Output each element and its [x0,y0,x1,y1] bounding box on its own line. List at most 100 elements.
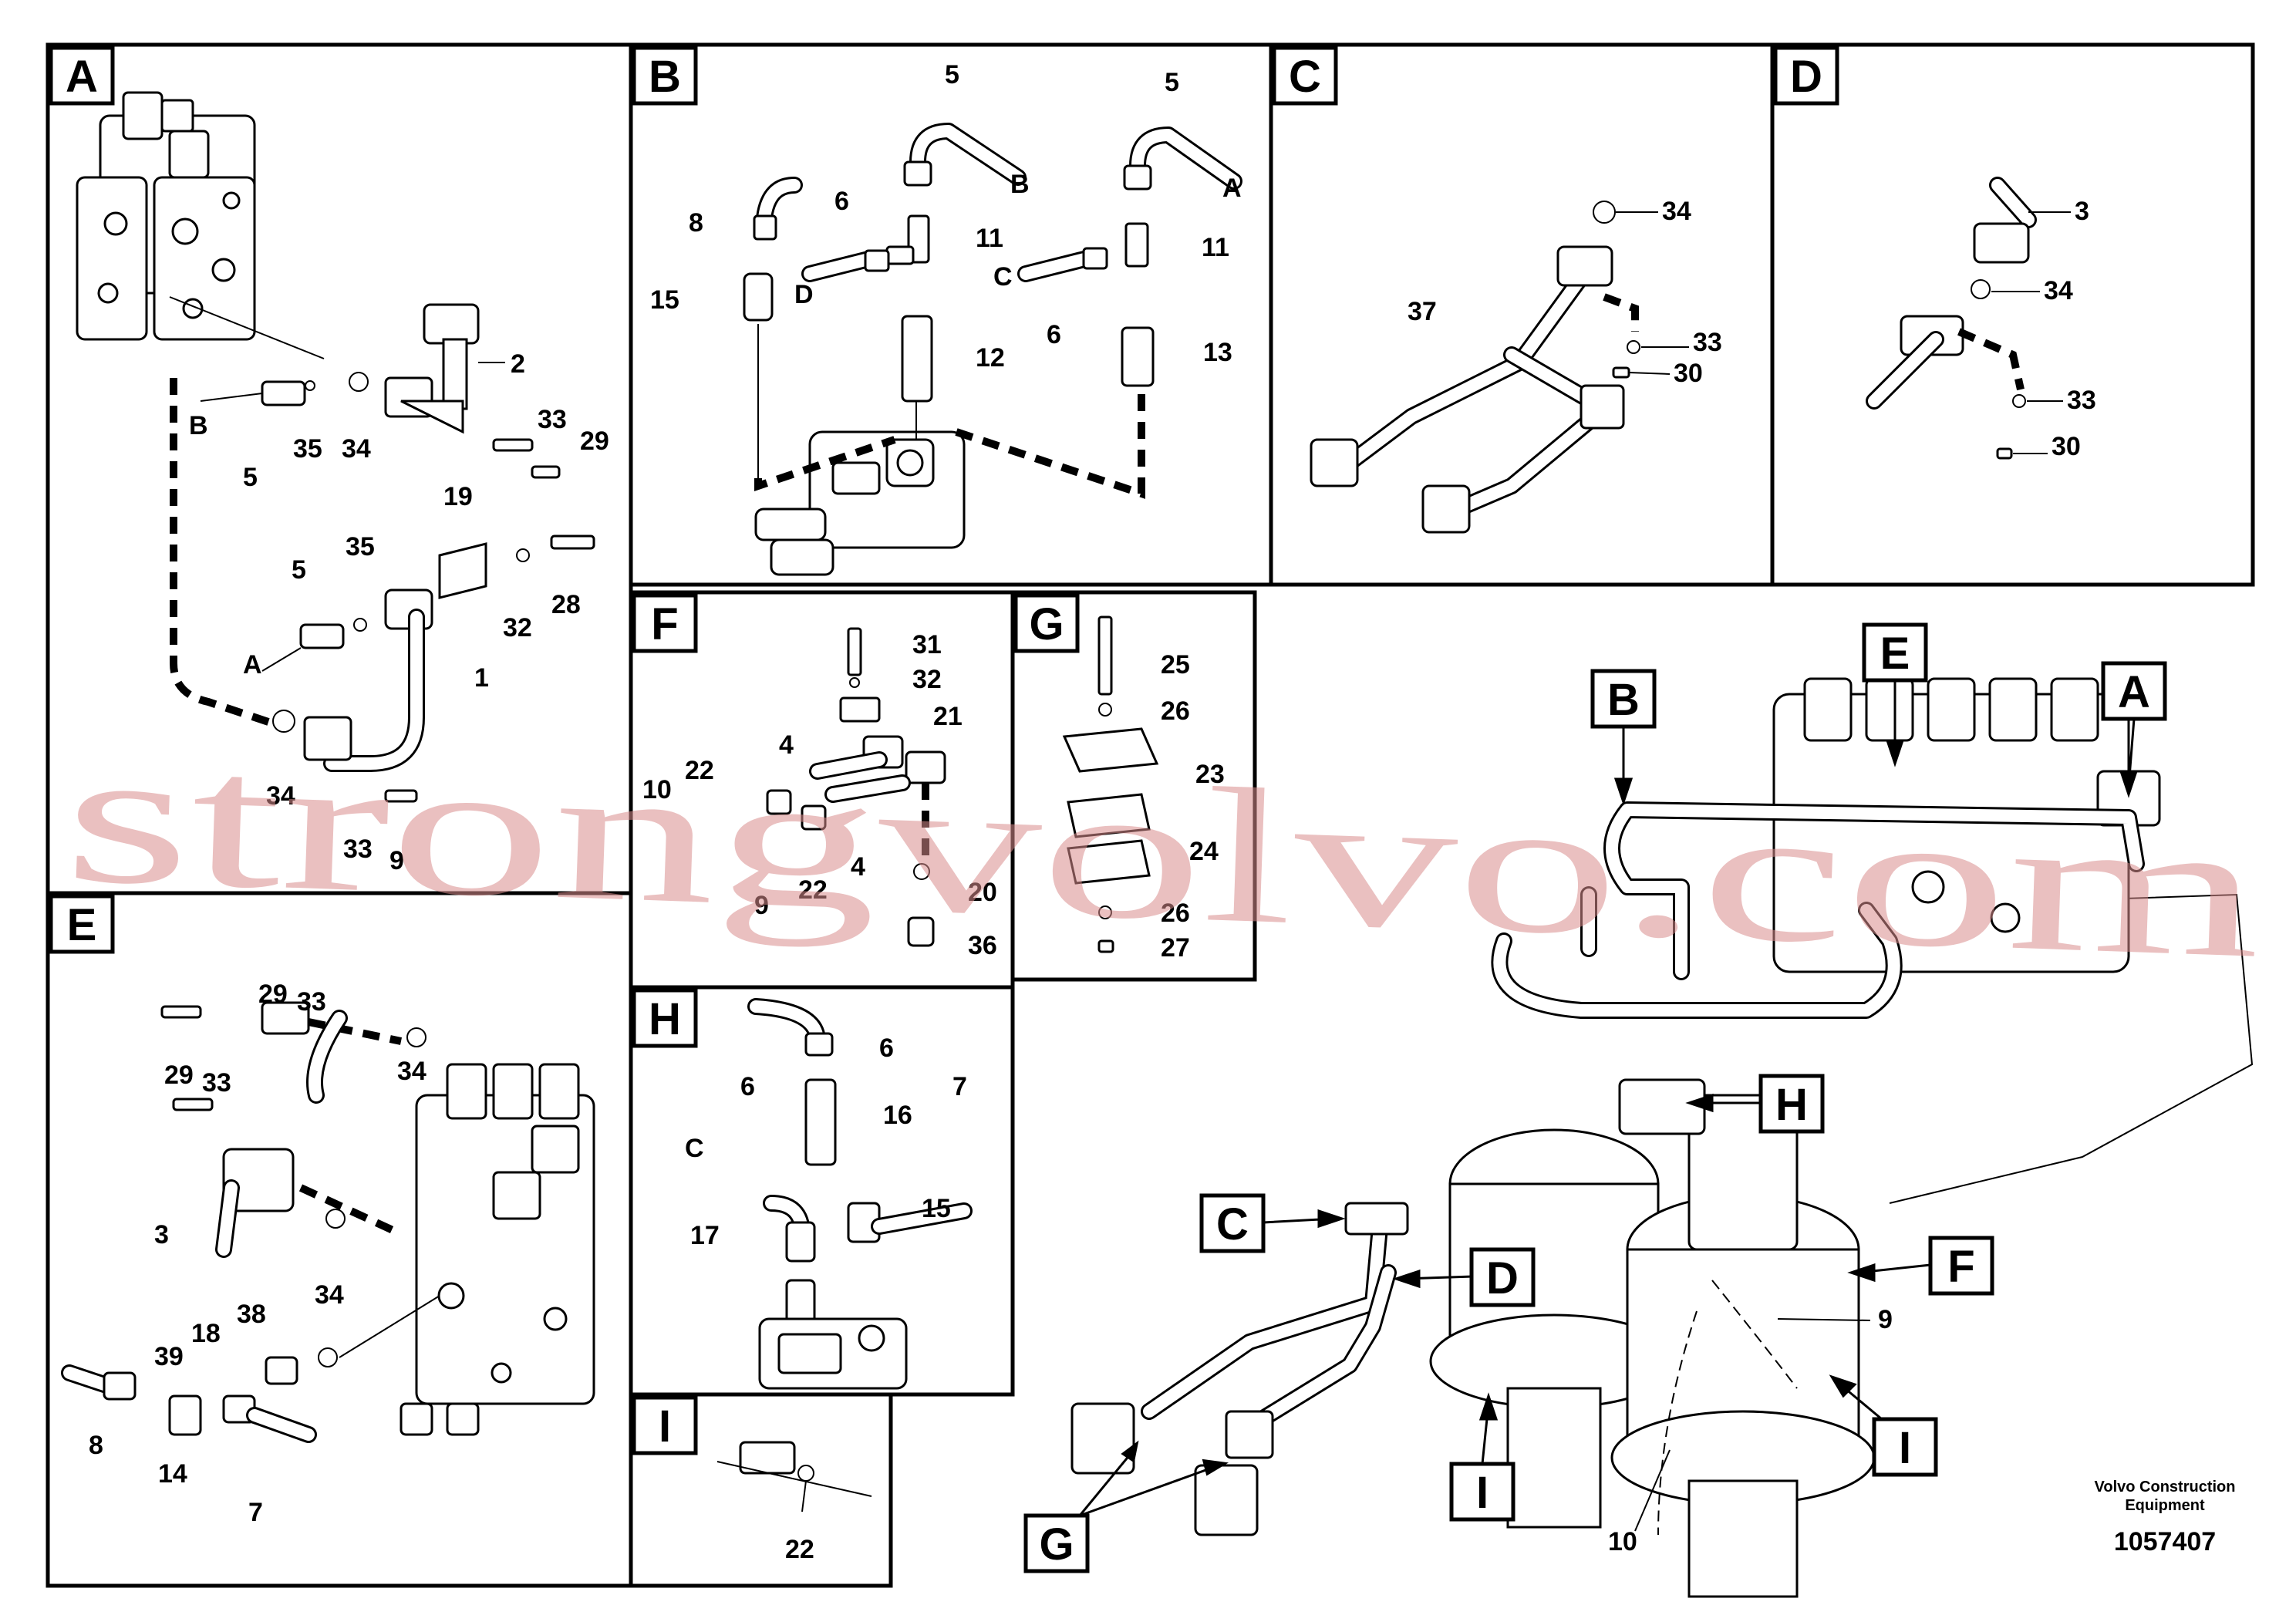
panel-c: C 34 37 33 30 [1272,46,1722,534]
label-10-f: 10 [642,775,672,804]
panel-e-tag [49,894,115,954]
valve-block-b [754,430,966,576]
label-9-main: 9 [1878,1305,1893,1334]
panel-f: F 31 32 21 4 22 10 9 22 4 20 36 [632,593,997,960]
valve-body-e [400,1063,595,1436]
panel-a: A [49,46,609,875]
label-30-c: 30 [1674,359,1703,388]
label-7-h: 7 [952,1072,967,1101]
label-39-e: 39 [154,1342,184,1371]
label-34-d: 34 [2044,276,2073,305]
panel-i: I 22 [632,1395,872,1564]
label-20-f: 20 [968,878,997,907]
dashed-route-a [170,378,279,729]
label-6-h: 6 [740,1072,755,1101]
panel-h-tag [632,988,698,1048]
svg-text:E: E [1880,629,1910,679]
svg-text:G: G [1039,1519,1074,1570]
label-19: 19 [443,482,473,511]
label-34-e: 34 [315,1280,344,1310]
callout-e: E [1862,622,1928,767]
label-21-f: 21 [933,702,963,731]
label-a-b: A [1222,174,1242,203]
dashed-route-b2 [955,386,1145,499]
label-29-e: 29 [164,1061,194,1090]
panel-c-frame [1269,42,1775,587]
panel-b: B [632,46,1242,576]
label-32: 32 [503,613,532,642]
company-line-1: Volvo Construction [2095,1479,2236,1496]
plate-19 [438,542,487,599]
label-3-d: 3 [2075,197,2089,226]
panel-h: H 6 6 7 16 C 15 17 [632,988,973,1390]
svg-text:B: B [1607,675,1640,725]
label-5a: 5 [243,463,258,492]
label-26-g-low: 26 [1161,899,1190,928]
main-control-valve [1772,677,2161,973]
label-33-e: 33 [202,1068,231,1098]
valve-block-h [758,1317,908,1390]
callout-c: C [1199,1193,1346,1253]
label-4-f: 4 [851,852,865,882]
panel-i-frame [629,1392,893,1588]
label-35b: 35 [346,532,375,561]
label-c-b: C [993,262,1013,292]
label-9a: 9 [389,846,404,875]
label-8-e: 8 [89,1431,103,1460]
callout-g: G [1023,1440,1229,1573]
panel-b-tag [632,46,698,106]
callout-i-right: I [1829,1374,1938,1477]
label-d-b: D [794,280,814,309]
panel-f-letter: F [651,599,678,649]
panel-d-tag [1773,46,1839,106]
callout-h: H [1685,1074,1825,1134]
panel-g-tag [1013,593,1080,653]
panel-e-letter: E [67,900,97,950]
panel-e: E [49,894,595,1527]
label-29a: 29 [580,427,609,456]
label-5-b-right: 5 [1165,68,1179,97]
label-5b: 5 [292,555,306,585]
panel-b-letter: B [649,52,681,102]
label-18-e: 18 [191,1319,221,1348]
panel-g: G 25 26 23 24 26 27 [1013,593,1225,963]
label-33-e-top: 33 [297,987,326,1017]
label-17-h: 17 [690,1221,720,1250]
label-34b: 34 [266,781,295,811]
svg-text:A: A [2118,667,2150,717]
label-10-main: 10 [1608,1527,1637,1556]
flange-3-e [222,1148,295,1212]
svg-text:F: F [1947,1242,1974,1292]
label-32-f: 32 [912,665,942,694]
label-12-b: 12 [976,343,1005,373]
label-38-e: 38 [237,1300,266,1329]
label-27-g: 27 [1161,933,1190,963]
main-assembly-view: B E A H C D F [1023,622,2254,1598]
panel-a-tag [49,46,115,106]
label-2: 2 [511,349,525,379]
label-11-b-right: 11 [1202,233,1229,262]
svg-text:C: C [1216,1199,1249,1249]
company-line-2: Equipment [2125,1497,2205,1514]
panel-d-frame [1770,42,2255,587]
label-30-d: 30 [2052,432,2081,461]
callout-i-left: I [1449,1392,1515,1522]
label-22-i: 22 [785,1535,814,1564]
callout-b: B [1590,669,1657,806]
label-37-c: 37 [1408,297,1437,326]
panel-g-frame [1010,590,1257,982]
panel-i-tag [632,1395,698,1455]
callout-f: F [1847,1236,1994,1296]
label-7-e: 7 [248,1498,263,1527]
label-33b: 33 [343,835,373,864]
panel-d-letter: D [1790,52,1822,102]
callout-d: D [1392,1247,1536,1307]
label-9-f: 9 [754,891,769,920]
control-valve-block [76,91,256,341]
callout-a: A [2101,661,2167,798]
drawing-number: 1057407 [2114,1527,2216,1556]
label-31-f: 31 [912,630,942,659]
panel-d: D 3 34 33 30 [1773,46,2096,461]
panel-a-letter: A [66,52,98,102]
